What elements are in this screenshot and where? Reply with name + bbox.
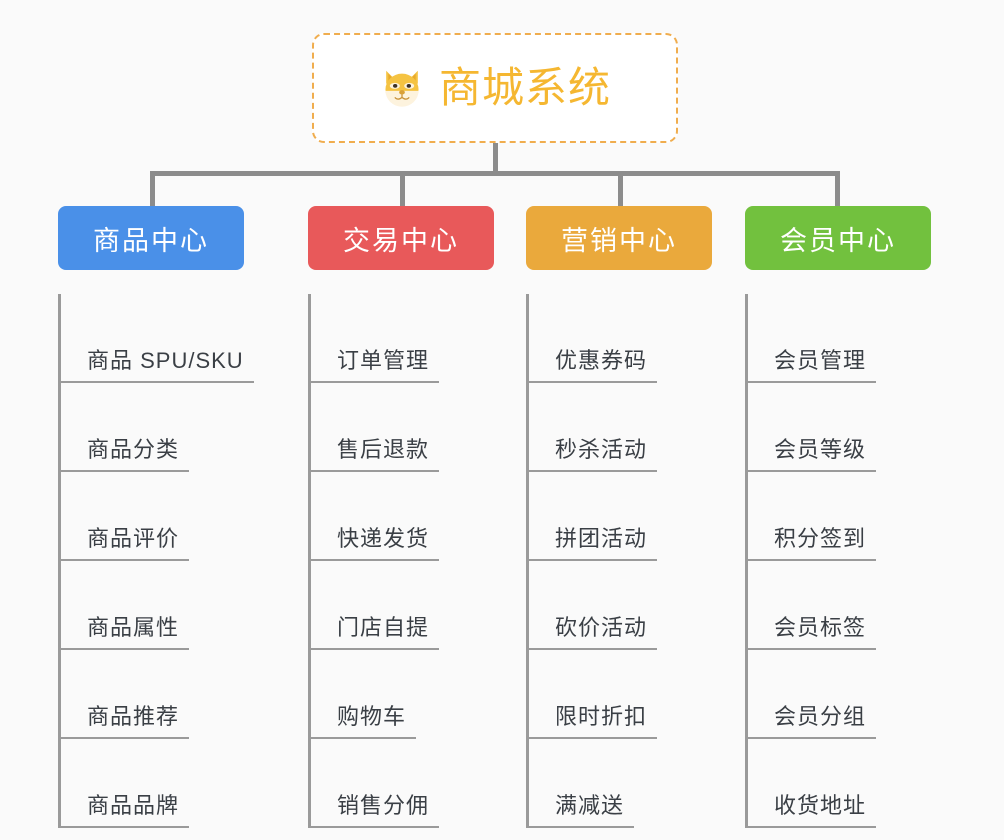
leaf-list-1: 商品 SPU/SKU 商品分类 商品评价 商品属性 商品推荐 商品品牌 — [58, 294, 254, 828]
leaf-label: 订单管理 — [311, 343, 440, 383]
root-node[interactable]: 商城系统 — [312, 33, 678, 143]
list-item[interactable]: 商品属性 — [61, 561, 244, 650]
leaf-label: 商品推荐 — [61, 699, 190, 739]
list-item[interactable]: 商品 SPU/SKU — [61, 294, 254, 383]
category-label: 营销中心 — [561, 225, 677, 256]
category-label: 商品中心 — [93, 225, 209, 256]
leaf-label: 商品 SPU/SKU — [61, 343, 254, 383]
category-header-3[interactable]: 营销中心 — [526, 206, 712, 270]
leaf-label: 秒杀活动 — [529, 432, 658, 472]
list-item[interactable]: 会员等级 — [748, 383, 931, 472]
category-label: 会员中心 — [780, 225, 896, 256]
leaf-label: 商品品牌 — [61, 788, 190, 828]
leaf-label: 快递发货 — [311, 521, 440, 561]
leaf-list-2: 订单管理 售后退款 快递发货 门店自提 购物车 销售分佣 — [308, 294, 494, 828]
leaf-label: 优惠券码 — [529, 343, 658, 383]
leaf-label: 会员等级 — [748, 432, 877, 472]
list-item[interactable]: 会员标签 — [748, 561, 931, 650]
list-item[interactable]: 优惠券码 — [529, 294, 712, 383]
list-item[interactable]: 商品推荐 — [61, 650, 244, 739]
category-header-4[interactable]: 会员中心 — [745, 206, 931, 270]
list-item[interactable]: 订单管理 — [311, 294, 494, 383]
leaf-label: 收货地址 — [748, 788, 877, 828]
leaf-list-4: 会员管理 会员等级 积分签到 会员标签 会员分组 收货地址 — [745, 294, 931, 828]
list-item[interactable]: 收货地址 — [748, 739, 931, 828]
list-item[interactable]: 会员管理 — [748, 294, 931, 383]
list-item[interactable]: 满减送 — [529, 739, 712, 828]
leaf-label: 商品属性 — [61, 610, 190, 650]
branch-column-2: 交易中心 订单管理 售后退款 快递发货 门店自提 购物车 销售分佣 — [308, 206, 494, 828]
connector-drop-1 — [150, 171, 155, 207]
list-item[interactable]: 商品品牌 — [61, 739, 244, 828]
connector-horizontal-bus — [150, 171, 840, 176]
list-item[interactable]: 商品评价 — [61, 472, 244, 561]
list-item[interactable]: 商品分类 — [61, 383, 244, 472]
category-header-1[interactable]: 商品中心 — [58, 206, 244, 270]
leaf-label: 会员标签 — [748, 610, 877, 650]
list-item[interactable]: 快递发货 — [311, 472, 494, 561]
list-item[interactable]: 秒杀活动 — [529, 383, 712, 472]
list-item[interactable]: 门店自提 — [311, 561, 494, 650]
category-label: 交易中心 — [343, 225, 459, 256]
leaf-label: 门店自提 — [311, 610, 440, 650]
leaf-label: 商品评价 — [61, 521, 190, 561]
list-item[interactable]: 积分签到 — [748, 472, 931, 561]
leaf-label: 商品分类 — [61, 432, 190, 472]
leaf-label: 限时折扣 — [529, 699, 658, 739]
list-item[interactable]: 销售分佣 — [311, 739, 494, 828]
leaf-label: 购物车 — [311, 699, 417, 739]
leaf-label: 会员管理 — [748, 343, 877, 383]
branch-column-3: 营销中心 优惠券码 秒杀活动 拼团活动 砍价活动 限时折扣 满减送 — [526, 206, 712, 828]
connector-root-stem — [493, 143, 498, 173]
list-item[interactable]: 砍价活动 — [529, 561, 712, 650]
list-item[interactable]: 限时折扣 — [529, 650, 712, 739]
connector-drop-2 — [400, 171, 405, 207]
branch-column-4: 会员中心 会员管理 会员等级 积分签到 会员标签 会员分组 收货地址 — [745, 206, 931, 828]
list-item[interactable]: 购物车 — [311, 650, 494, 739]
leaf-label: 砍价活动 — [529, 610, 658, 650]
list-item[interactable]: 会员分组 — [748, 650, 931, 739]
category-header-2[interactable]: 交易中心 — [308, 206, 494, 270]
leaf-label: 会员分组 — [748, 699, 877, 739]
branch-column-1: 商品中心 商品 SPU/SKU 商品分类 商品评价 商品属性 商品推荐 商品品牌 — [58, 206, 254, 828]
leaf-label: 满减送 — [529, 788, 635, 828]
root-title: 商城系统 — [438, 64, 611, 111]
list-item[interactable]: 售后退款 — [311, 383, 494, 472]
leaf-label: 售后退款 — [311, 432, 440, 472]
leaf-list-3: 优惠券码 秒杀活动 拼团活动 砍价活动 限时折扣 满减送 — [526, 294, 712, 828]
leaf-label: 销售分佣 — [311, 788, 440, 828]
list-item[interactable]: 拼团活动 — [529, 472, 712, 561]
leaf-label: 积分签到 — [748, 521, 877, 561]
connector-drop-3 — [618, 171, 623, 207]
shiba-dog-face-icon — [379, 65, 425, 111]
connector-drop-4 — [835, 171, 840, 207]
leaf-label: 拼团活动 — [529, 521, 658, 561]
